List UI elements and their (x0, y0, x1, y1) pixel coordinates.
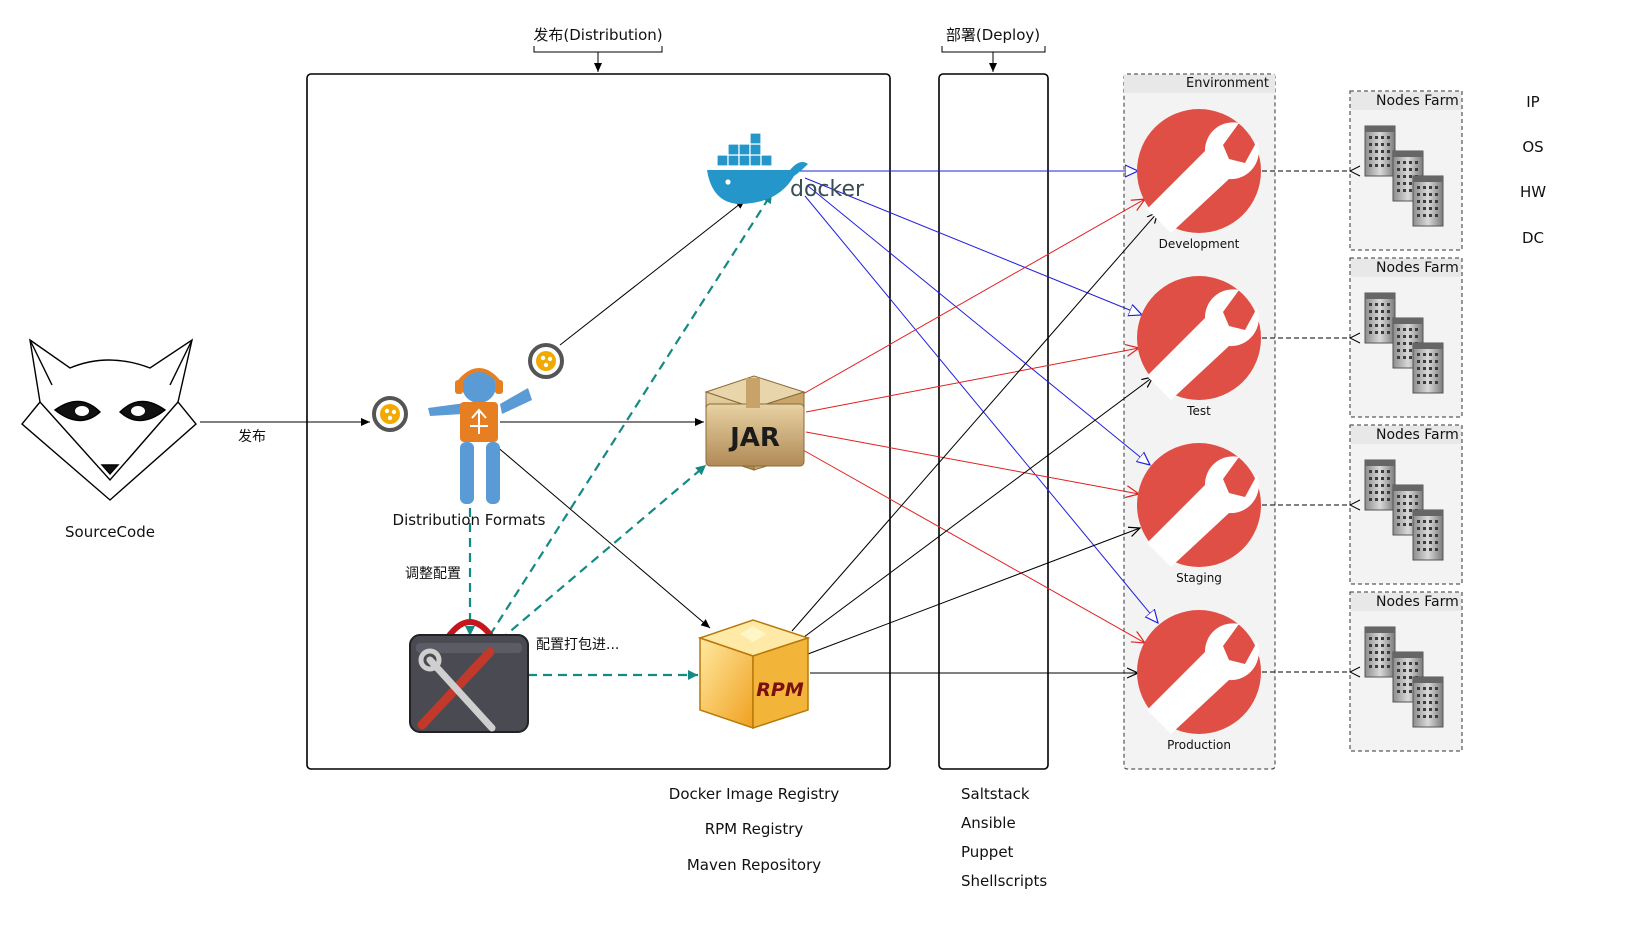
nodes-farm-staging (1349, 424, 1463, 585)
environment-label: Environment (1186, 76, 1270, 91)
nodes-farm-production (1349, 591, 1463, 752)
env-production-label: Production (1167, 738, 1231, 752)
edge-worker-rpm (494, 444, 711, 629)
gitlab-fox-icon (21, 338, 197, 501)
edge-rpm-staging (807, 528, 1140, 655)
jar-box-icon (704, 375, 806, 471)
docker-whale-icon (707, 132, 808, 204)
registry-rpm: RPM Registry (704, 820, 804, 838)
nodes-farm-development (1349, 90, 1463, 251)
publish-edge-label: 发布 (238, 429, 266, 445)
edge-worker-docker (559, 199, 746, 346)
rpm-label: RPM (756, 679, 804, 701)
env-staging-label: Staging (1176, 571, 1222, 585)
nodes-farm-label-2: Nodes Farm (1376, 260, 1459, 276)
nodes-farm-label-1: Nodes Farm (1376, 93, 1459, 109)
node-attr-ip: IP (1526, 93, 1540, 111)
edge-docker-test (804, 177, 1142, 315)
environment-container (1123, 73, 1276, 770)
jar-label: JAR (728, 423, 780, 453)
package-config-label: 配置打包进... (536, 637, 620, 653)
edge-rpm-development (791, 212, 1158, 632)
node-attr-hw: HW (1519, 183, 1547, 201)
edge-rpm-test (799, 377, 1153, 641)
right-magnifier-icon (528, 343, 564, 379)
deploy-container (938, 73, 1049, 770)
deploy-tool-puppet: Puppet (961, 843, 1014, 861)
left-magnifier-icon (372, 396, 408, 432)
nodes-farm-label-3: Nodes Farm (1376, 427, 1459, 443)
edge-docker-production (804, 195, 1158, 623)
toolbag-icon (409, 619, 529, 733)
staging-wrench-icon (1137, 443, 1261, 567)
deploy-header: 部署(Deploy) (945, 26, 1041, 44)
docker-wordmark: docker (790, 177, 865, 202)
edge-jar-production (802, 449, 1145, 643)
deploy-tool-ansible: Ansible (961, 814, 1016, 832)
registry-docker: Docker Image Registry (668, 785, 840, 803)
edge-jar-test (805, 348, 1139, 413)
distribution-formats-label: Distribution Formats (392, 511, 546, 529)
edge-config-jar (499, 464, 707, 641)
distribution-header-bracket (533, 46, 663, 72)
rpm-box-icon (697, 619, 811, 730)
env-development-label: Development (1158, 237, 1240, 251)
nodes-farm-label-4: Nodes Farm (1376, 594, 1459, 610)
distribution-worker-icon (428, 368, 532, 504)
registry-maven: Maven Repository (686, 856, 822, 874)
deploy-header-bracket (941, 46, 1046, 72)
env-test-label: Test (1187, 404, 1211, 418)
edge-docker-staging (807, 185, 1150, 465)
deploy-tool-saltstack: Saltstack (961, 785, 1030, 803)
production-wrench-icon (1137, 610, 1261, 734)
node-attr-os: OS (1522, 138, 1544, 156)
nodes-farm-test (1349, 257, 1463, 418)
distribution-header: 发布(Distribution) (533, 26, 663, 44)
edge-jar-staging (805, 431, 1139, 494)
adjust-config-label: 调整配置 (405, 566, 461, 582)
sourcecode-label: SourceCode (65, 523, 155, 541)
deploy-tool-shellscripts: Shellscripts (961, 872, 1048, 890)
node-attr-dc: DC (1521, 229, 1545, 247)
environment-header-band (1124, 75, 1275, 93)
edge-config-docker (489, 192, 773, 636)
edge-jar-development (802, 199, 1145, 395)
test-wrench-icon (1137, 276, 1261, 400)
development-wrench-icon (1137, 109, 1261, 234)
